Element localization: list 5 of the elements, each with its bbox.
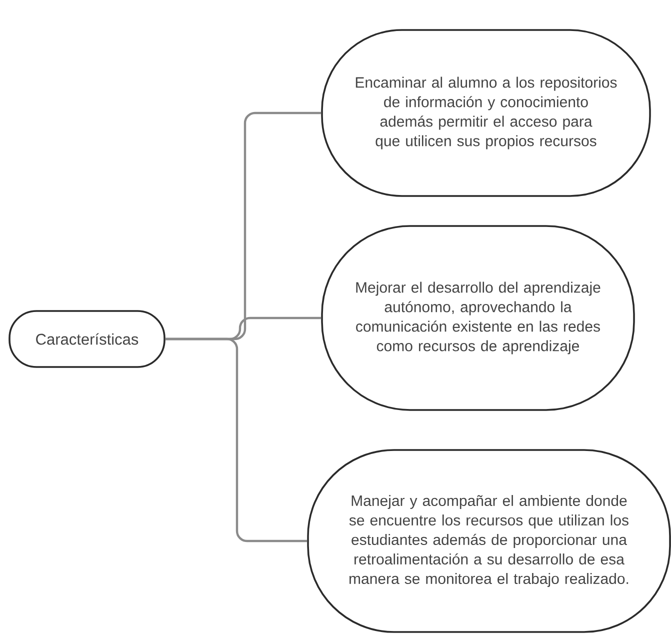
description-box: Manejar y acompañar el ambiente donde se encuentre los recursos que utilizan los estudiantes además de proporcionar una retroalimentación a su desarrollo de esa manera se monitorea el trabajo realizado.	[307, 449, 671, 633]
topic-box: Características	[8, 310, 166, 368]
description-box: Mejorar el desarrollo del aprendizaje autónomo, aprovechando la comunicación existente en las redes como recursos de aprendizaje	[321, 225, 635, 411]
connector-line	[165, 338, 308, 542]
description-box: Encaminar al alumno a los repositorios de información y conocimiento además permitir el acceso para que utilicen sus propios recursos	[321, 29, 651, 197]
